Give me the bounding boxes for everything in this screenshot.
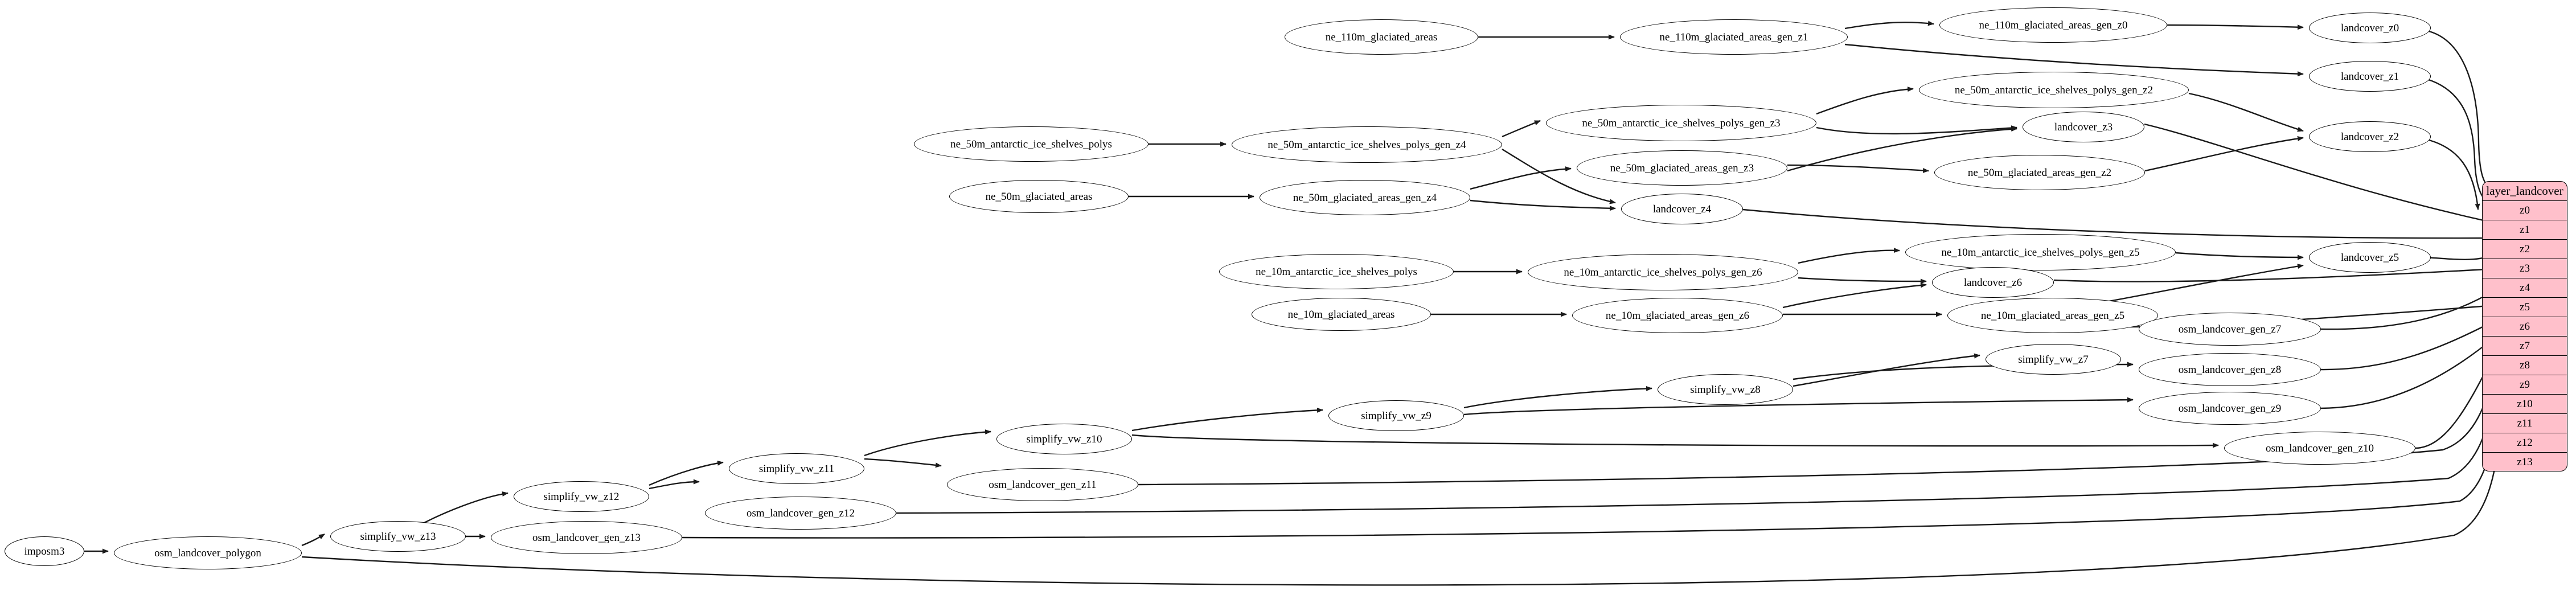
graph-node-label: ne_50m_glaciated_areas xyxy=(985,190,1093,203)
graph-node-simplify_vw_z10[interactable]: simplify_vw_z10 xyxy=(996,424,1132,454)
graph-node-osm_landcover_gen_z11[interactable]: osm_landcover_gen_z11 xyxy=(947,468,1138,501)
graph-node-ne_10m_antarctic_ice_shelves_polys_gen_z5[interactable]: ne_10m_antarctic_ice_shelves_polys_gen_z… xyxy=(1905,234,2176,270)
graph-node-label: ne_50m_glaciated_areas_gen_z3 xyxy=(1610,162,1754,174)
graph-node-ne_50m_antarctic_ice_shelves_polys_gen_z3[interactable]: ne_50m_antarctic_ice_shelves_polys_gen_z… xyxy=(1546,105,1816,141)
table-row-z4[interactable]: z4 xyxy=(2483,278,2567,298)
graph-node-label: osm_landcover_gen_z13 xyxy=(532,531,641,544)
graph-node-label: ne_50m_glaciated_areas_gen_z2 xyxy=(1967,166,2112,179)
graph-node-ne_10m_antarctic_ice_shelves_polys[interactable]: ne_10m_antarctic_ice_shelves_polys xyxy=(1219,254,1454,289)
graph-node-label: landcover_z4 xyxy=(1652,203,1712,215)
table-row-z3[interactable]: z3 xyxy=(2483,259,2567,278)
graph-node-osm_landcover_gen_z10[interactable]: osm_landcover_gen_z10 xyxy=(2224,432,2415,465)
graph-node-label: landcover_z3 xyxy=(2054,121,2113,133)
graph-node-ne_10m_glaciated_areas[interactable]: ne_10m_glaciated_areas xyxy=(1252,298,1431,331)
graph-node-label: osm_landcover_gen_z8 xyxy=(2178,363,2282,376)
graph-node-label: simplify_vw_z7 xyxy=(2018,353,2089,366)
edge-group xyxy=(84,20,2503,586)
graph-node-label: ne_10m_antarctic_ice_shelves_polys_gen_z… xyxy=(1941,246,2140,259)
table-row-z0[interactable]: z0 xyxy=(2483,201,2567,220)
table-row-z6[interactable]: z6 xyxy=(2483,317,2567,337)
graph-node-osm_landcover_gen_z7[interactable]: osm_landcover_gen_z7 xyxy=(2139,313,2321,346)
graph-node-ne_10m_glaciated_areas_gen_z5[interactable]: ne_10m_glaciated_areas_gen_z5 xyxy=(1947,298,2158,333)
graph-node-ne_50m_antarctic_ice_shelves_polys[interactable]: ne_50m_antarctic_ice_shelves_polys xyxy=(914,126,1148,162)
graph-node-simplify_vw_z11[interactable]: simplify_vw_z11 xyxy=(729,453,864,484)
graph-node-label: ne_10m_glaciated_areas_gen_z6 xyxy=(1605,309,1750,322)
graph-node-label: osm_landcover_gen_z7 xyxy=(2178,323,2282,335)
graph-node-label: osm_landcover_gen_z10 xyxy=(2266,442,2374,454)
table-row-z10[interactable]: z10 xyxy=(2483,395,2567,414)
graph-node-simplify_vw_z12[interactable]: simplify_vw_z12 xyxy=(514,481,649,512)
graph-node-landcover_z3[interactable]: landcover_z3 xyxy=(2023,112,2144,142)
graph-node-label: simplify_vw_z12 xyxy=(543,490,620,503)
graph-node-label: simplify_vw_z11 xyxy=(758,462,835,475)
graph-node-ne_50m_glaciated_areas_gen_z4[interactable]: ne_50m_glaciated_areas_gen_z4 xyxy=(1260,180,1470,215)
graph-node-label: ne_50m_antarctic_ice_shelves_polys_gen_z… xyxy=(1268,138,1466,151)
table-header: layer_landcover xyxy=(2483,182,2567,201)
table-row-z2[interactable]: z2 xyxy=(2483,240,2567,259)
graph-node-label: ne_10m_glaciated_areas_gen_z5 xyxy=(1980,309,2125,322)
graph-node-simplify_vw_z7[interactable]: simplify_vw_z7 xyxy=(1986,344,2121,375)
table-row-z11[interactable]: z11 xyxy=(2483,414,2567,433)
graph-node-simplify_vw_z8[interactable]: simplify_vw_z8 xyxy=(1658,374,1793,405)
graph-node-label: simplify_vw_z9 xyxy=(1361,409,1431,422)
table-row-z9[interactable]: z9 xyxy=(2483,375,2567,395)
graph-node-ne_50m_antarctic_ice_shelves_polys_gen_z2[interactable]: ne_50m_antarctic_ice_shelves_polys_gen_z… xyxy=(1919,72,2189,108)
graph-node-label: ne_50m_glaciated_areas_gen_z4 xyxy=(1293,191,1437,204)
graph-node-ne_110m_glaciated_areas_gen_z1[interactable]: ne_110m_glaciated_areas_gen_z1 xyxy=(1620,19,1848,55)
graph-node-label: ne_110m_glaciated_areas_gen_z1 xyxy=(1659,31,1808,43)
graph-node-ne_50m_antarctic_ice_shelves_polys_gen_z4[interactable]: ne_50m_antarctic_ice_shelves_polys_gen_z… xyxy=(1232,126,1502,163)
graph-node-ne_50m_glaciated_areas_gen_z3[interactable]: ne_50m_glaciated_areas_gen_z3 xyxy=(1577,150,1787,186)
graph-node-label: ne_110m_glaciated_areas_gen_z0 xyxy=(1979,19,2128,31)
graph-node-ne_50m_glaciated_areas_gen_z2[interactable]: ne_50m_glaciated_areas_gen_z2 xyxy=(1934,155,2145,190)
graph-node-osm_landcover_gen_z8[interactable]: osm_landcover_gen_z8 xyxy=(2139,353,2321,386)
graph-node-label: simplify_vw_z13 xyxy=(360,530,436,543)
graph-node-ne_50m_glaciated_areas[interactable]: ne_50m_glaciated_areas xyxy=(949,180,1129,213)
graph-node-label: landcover_z6 xyxy=(1963,276,2023,289)
graph-node-label: osm_landcover_gen_z12 xyxy=(746,507,855,519)
graph-node-label: landcover_z5 xyxy=(2340,251,2399,264)
table-row-z13[interactable]: z13 xyxy=(2483,453,2567,471)
graph-node-label: ne_10m_antarctic_ice_shelves_polys_gen_z… xyxy=(1564,266,1762,278)
graph-node-label: landcover_z0 xyxy=(2340,22,2399,34)
graph-node-label: ne_50m_antarctic_ice_shelves_polys xyxy=(950,138,1112,150)
graph-node-label: ne_50m_antarctic_ice_shelves_polys_gen_z… xyxy=(1582,117,1781,129)
graph-node-landcover_z0[interactable]: landcover_z0 xyxy=(2309,13,2431,43)
graph-node-landcover_z2[interactable]: landcover_z2 xyxy=(2309,121,2431,152)
table-row-z7[interactable]: z7 xyxy=(2483,337,2567,356)
graph-node-osm_landcover_polygon[interactable]: osm_landcover_polygon xyxy=(114,536,302,569)
graph-node-imposm3[interactable]: imposm3 xyxy=(5,536,84,566)
graph-node-simplify_vw_z13[interactable]: simplify_vw_z13 xyxy=(330,521,466,552)
graph-node-landcover_z6[interactable]: landcover_z6 xyxy=(1932,267,2054,298)
table-row-z8[interactable]: z8 xyxy=(2483,356,2567,375)
graph-node-osm_landcover_gen_z9[interactable]: osm_landcover_gen_z9 xyxy=(2139,392,2321,425)
table-row-z12[interactable]: z12 xyxy=(2483,433,2567,453)
graph-node-ne_10m_antarctic_ice_shelves_polys_gen_z6[interactable]: ne_10m_antarctic_ice_shelves_polys_gen_z… xyxy=(1528,254,1798,290)
graph-node-label: simplify_vw_z10 xyxy=(1026,433,1102,445)
graph-node-landcover_z1[interactable]: landcover_z1 xyxy=(2309,61,2431,92)
graph-node-label: ne_10m_antarctic_ice_shelves_polys xyxy=(1256,265,1417,278)
graph-node-label: simplify_vw_z8 xyxy=(1690,383,1761,396)
graph-node-label: osm_landcover_polygon xyxy=(154,547,261,559)
graph-node-label: ne_10m_glaciated_areas xyxy=(1287,308,1395,321)
table-row-z1[interactable]: z1 xyxy=(2483,220,2567,240)
graph-node-label: ne_50m_antarctic_ice_shelves_polys_gen_z… xyxy=(1954,84,2153,96)
graph-node-osm_landcover_gen_z12[interactable]: osm_landcover_gen_z12 xyxy=(705,497,896,530)
graph-node-ne_110m_glaciated_areas_gen_z0[interactable]: ne_110m_glaciated_areas_gen_z0 xyxy=(1939,7,2167,43)
graph-node-label: ne_110m_glaciated_areas xyxy=(1325,31,1438,43)
graph-node-label: landcover_z2 xyxy=(2340,130,2399,143)
graph-node-ne_110m_glaciated_areas[interactable]: ne_110m_glaciated_areas xyxy=(1285,19,1478,55)
graph-node-label: osm_landcover_gen_z9 xyxy=(2178,402,2282,415)
graph-node-label: osm_landcover_gen_z11 xyxy=(988,478,1097,491)
graph-node-label: landcover_z1 xyxy=(2340,70,2399,83)
graph-node-osm_landcover_gen_z13[interactable]: osm_landcover_gen_z13 xyxy=(491,521,682,554)
graph-node-simplify_vw_z9[interactable]: simplify_vw_z9 xyxy=(1328,400,1464,431)
graph-node-landcover_z5[interactable]: landcover_z5 xyxy=(2309,242,2431,273)
graph-node-label: imposm3 xyxy=(24,545,65,557)
graph-node-landcover_z4[interactable]: landcover_z4 xyxy=(1621,194,1743,224)
graph-node-ne_10m_glaciated_areas_gen_z6[interactable]: ne_10m_glaciated_areas_gen_z6 xyxy=(1572,298,1783,333)
layer-landcover-table[interactable]: layer_landcover z0 z1 z2 z3 z4 z5 z6 z7 … xyxy=(2482,181,2567,471)
table-row-z5[interactable]: z5 xyxy=(2483,298,2567,317)
